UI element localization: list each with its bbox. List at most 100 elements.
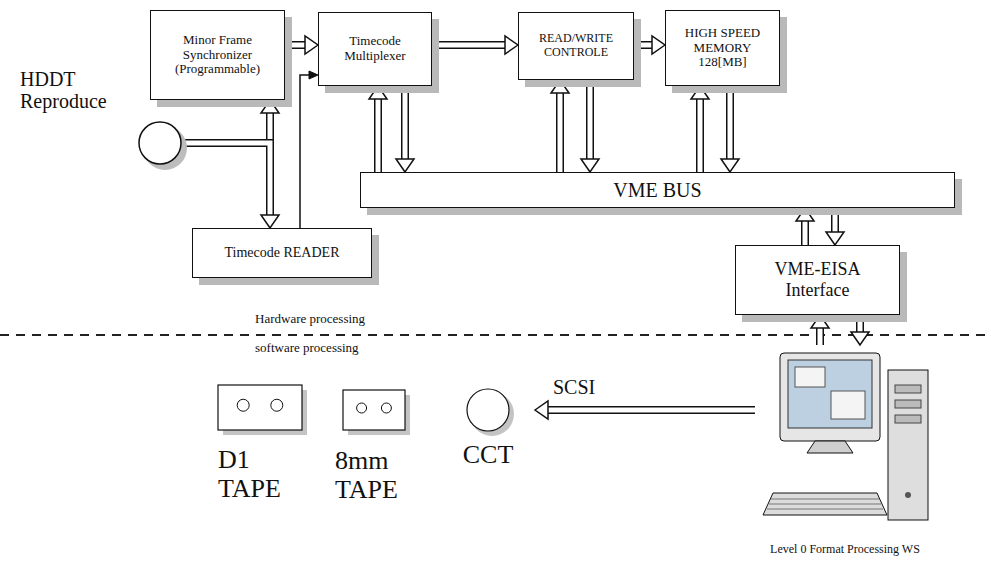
connector-outline <box>401 86 409 159</box>
tape-media: 8mm TAPE <box>335 385 435 515</box>
connector-fill <box>376 99 381 172</box>
workstation: Level 0 Format Processing WS <box>755 345 935 563</box>
key-row <box>767 509 883 510</box>
arrowhead <box>581 159 599 172</box>
stand-symbol <box>807 441 853 453</box>
connector-fill <box>858 315 863 332</box>
bus-bar: VME BUS <box>360 172 955 208</box>
connector-fill <box>403 86 408 159</box>
arrowhead <box>691 86 709 99</box>
node-label: VME BUS <box>613 179 701 202</box>
connector <box>721 86 739 172</box>
node-label: VME-EISA Interface <box>766 259 869 300</box>
spool-symbol <box>237 399 249 411</box>
spool-symbol <box>271 399 283 411</box>
connector <box>796 208 814 245</box>
connector <box>432 36 518 54</box>
monitor-symbol <box>780 353 880 441</box>
reel-symbol <box>139 122 181 164</box>
connector <box>182 143 279 228</box>
connector-outline <box>432 41 505 49</box>
screen-symbol <box>788 360 872 428</box>
interface-box: VME-EISA Interface <box>735 245 900 315</box>
connector-fill <box>558 93 563 172</box>
tape-media: D1 TAPE <box>210 380 320 515</box>
key-row <box>769 504 881 505</box>
section-label: software processing <box>255 341 359 356</box>
process-box: Timecode READER <box>192 228 372 278</box>
tower-symbol <box>888 370 928 520</box>
node-label: Level 0 Format Processing WS <box>755 543 935 556</box>
drive-slot <box>895 400 921 408</box>
tape-reel: CCT <box>455 385 535 480</box>
window-symbol <box>795 367 825 387</box>
connector-outline <box>548 406 755 414</box>
connector-outline <box>831 208 839 232</box>
connector-fill <box>548 408 755 413</box>
key-row <box>771 499 879 500</box>
arrowhead <box>305 36 318 54</box>
arrowhead <box>811 315 829 328</box>
node-label: Minor Frame Synchronizer (Programmable) <box>155 33 280 78</box>
connector <box>826 208 844 245</box>
connector-outline <box>374 99 382 172</box>
power-button <box>905 492 911 498</box>
arrowhead <box>369 86 387 99</box>
connector <box>300 71 318 228</box>
node-label: HIGH SPEED MEMORY 128[MB] <box>670 26 775 71</box>
arrowhead <box>535 401 548 419</box>
connector-fill <box>818 328 823 345</box>
connector-outline <box>696 99 704 172</box>
keyboard-symbol <box>763 493 887 515</box>
drive-slot <box>895 415 921 423</box>
connector-line <box>300 75 309 228</box>
connector-fill <box>698 99 703 172</box>
arrowhead <box>551 80 569 93</box>
drive-slot <box>895 385 921 393</box>
connector <box>851 315 869 345</box>
connector-outline <box>556 93 564 172</box>
connector <box>182 100 279 143</box>
process-box: Minor Frame Synchronizer (Programmable) <box>150 10 285 100</box>
node-label: HDDT Reproduce <box>20 68 135 112</box>
connector-outline <box>801 221 809 245</box>
process-box: Timecode Multiplexer <box>318 12 432 86</box>
window-symbol <box>831 391 865 419</box>
connector-outline <box>586 80 594 159</box>
spool-symbol <box>381 403 391 413</box>
node-label: Timecode READER <box>225 245 340 261</box>
connector <box>285 36 318 54</box>
process-box: READ/WRITE CONTROLE <box>518 12 634 80</box>
connector-outline <box>856 315 864 332</box>
connector <box>811 315 829 345</box>
connector-fill <box>182 143 270 215</box>
arrowhead <box>309 71 318 79</box>
connector <box>535 401 755 419</box>
connector-fill <box>634 43 652 48</box>
connector-fill <box>588 80 593 159</box>
connector-outline <box>816 328 824 345</box>
arrowhead <box>261 100 279 113</box>
cassette-symbol <box>343 390 405 430</box>
divider-line <box>0 334 991 336</box>
edge-label: SCSI <box>553 376 595 399</box>
node-label: Timecode Multiplexer <box>323 34 427 64</box>
section-label: Hardware processing <box>255 312 365 327</box>
connector-outline <box>182 143 270 215</box>
arrowhead <box>721 159 739 172</box>
arrowhead <box>796 208 814 221</box>
icon <box>755 345 935 563</box>
connector <box>581 80 599 172</box>
connector-outline <box>726 86 734 159</box>
node-label: CCT <box>455 441 521 470</box>
node-label: D1 TAPE <box>218 446 298 503</box>
connector-outline <box>634 41 652 49</box>
memory-box: HIGH SPEED MEMORY 128[MB] <box>665 10 780 86</box>
connector-fill <box>285 43 305 48</box>
connector-fill <box>833 208 838 232</box>
connector-fill <box>182 113 270 143</box>
connector-outline <box>182 113 270 143</box>
arrowhead <box>652 36 665 54</box>
connector <box>551 80 569 172</box>
